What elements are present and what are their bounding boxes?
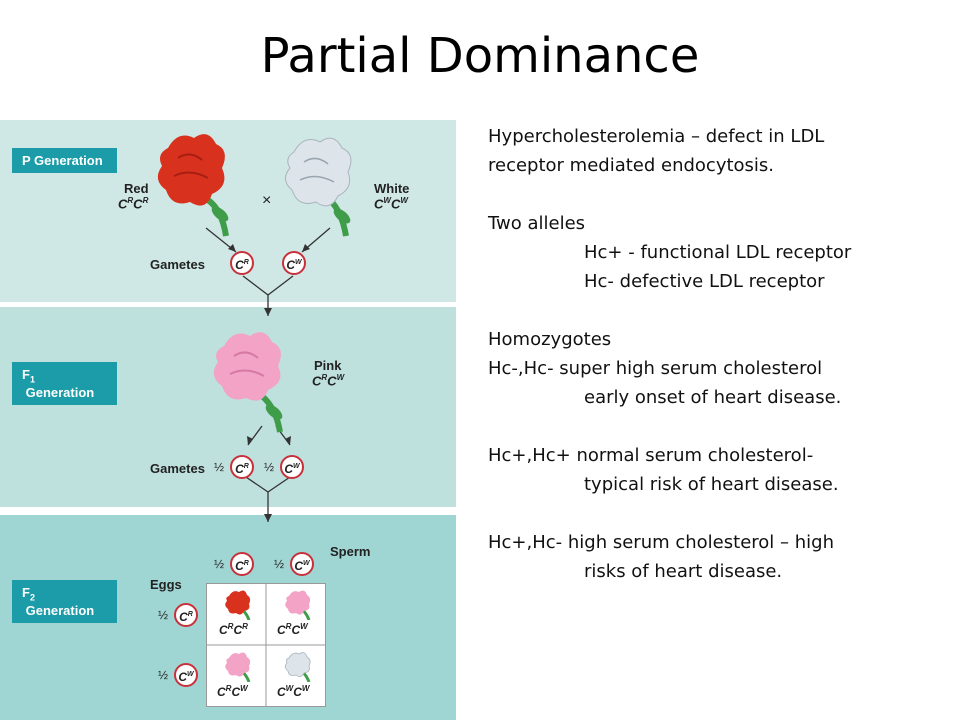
punnett-cell-crcw-top: CRCW	[267, 584, 325, 644]
punnett-genotype-cwcw: CWCW	[277, 684, 310, 699]
slide-title: Partial Dominance	[260, 28, 700, 84]
punnett-cell-crcr: CRCR	[207, 584, 265, 644]
red-flower-icon	[157, 134, 229, 237]
punnett-square: CRCR CRCW CRCW CWCW	[206, 583, 326, 707]
egg-half-cr: ½	[158, 608, 169, 622]
egg-half-cw: ½	[158, 668, 169, 682]
egg-cw: CW	[174, 663, 198, 687]
sperm-half-cw: ½	[274, 557, 285, 571]
note-line: Homozygotes	[488, 329, 612, 350]
sperm-cr: CR	[230, 552, 254, 576]
egg-cr: CR	[174, 603, 198, 627]
note-line	[488, 499, 948, 528]
f1-half-cw: ½	[264, 460, 275, 474]
note-line	[488, 180, 948, 209]
punnett-genotype-crcr: CRCR	[219, 622, 248, 637]
p-gamete-cw: CW	[282, 251, 306, 275]
note-line: typical risk of heart disease.	[584, 474, 839, 495]
white-label: White	[374, 181, 410, 196]
pink-flower-icon	[285, 590, 311, 620]
pink-flower-icon	[225, 652, 251, 682]
pink-flower-icon	[213, 332, 283, 433]
white-flower-icon	[284, 652, 311, 682]
punnett-genotype-crcw-bottom: CRCW	[217, 684, 248, 699]
pink-label: Pink	[314, 358, 342, 373]
note-line: Two alleles	[488, 213, 586, 234]
sperm-label: Sperm	[330, 544, 371, 559]
note-line: Hc+ - functional LDL receptor	[584, 242, 852, 263]
red-flower-icon	[225, 590, 251, 620]
note-line: Hc+,Hc+ normal serum cholesterol-	[488, 445, 814, 466]
f1-gametes-label: Gametes	[150, 461, 205, 476]
p-gamete-cr: CR	[230, 251, 254, 275]
f1-generation-label: F1 Generation	[12, 362, 117, 405]
f1-gamete-cw: CW	[280, 455, 304, 479]
note-line: Hc-,Hc- super high serum cholesterol	[488, 358, 823, 379]
pink-genotype: CRCW	[312, 373, 345, 389]
f1-half-cr: ½	[214, 460, 225, 474]
punnett-cell-cwcw: CWCW	[267, 646, 325, 706]
p-generation-label: P Generation	[12, 148, 117, 173]
f2-generation-label: F2 Generation	[12, 580, 117, 623]
punnett-cell-crcw-bottom: CRCW	[207, 646, 265, 706]
punnett-grid-lines	[207, 584, 325, 706]
note-line: risks of heart disease.	[584, 561, 783, 582]
punnett-genotype-crcw-top: CRCW	[277, 622, 308, 637]
white-flower-icon	[285, 137, 352, 237]
note-line: early onset of heart disease.	[584, 387, 842, 408]
cross-symbol: ×	[262, 192, 272, 209]
red-label: Red	[124, 181, 149, 196]
white-genotype: CWCW	[374, 196, 408, 212]
inheritance-diagram: P Generation F1 Generation F2 Generation	[0, 120, 456, 720]
eggs-label: Eggs	[150, 577, 182, 592]
note-line: Hc+,Hc- high serum cholesterol – high	[488, 532, 834, 553]
note-line: Hc- defective LDL receptor	[584, 271, 825, 292]
p-gametes-label: Gametes	[150, 257, 205, 272]
red-genotype: CRCR	[118, 196, 149, 212]
notes-text-block: Hypercholesterolemia – defect in LDL rec…	[488, 122, 948, 586]
sperm-cw: CW	[290, 552, 314, 576]
note-line: Hypercholesterolemia – defect in LDL	[488, 126, 825, 147]
note-line	[488, 412, 948, 441]
sperm-half-cr: ½	[214, 557, 225, 571]
f1-gamete-cr: CR	[230, 455, 254, 479]
note-line	[488, 296, 948, 325]
note-line: receptor mediated endocytosis.	[488, 155, 775, 176]
